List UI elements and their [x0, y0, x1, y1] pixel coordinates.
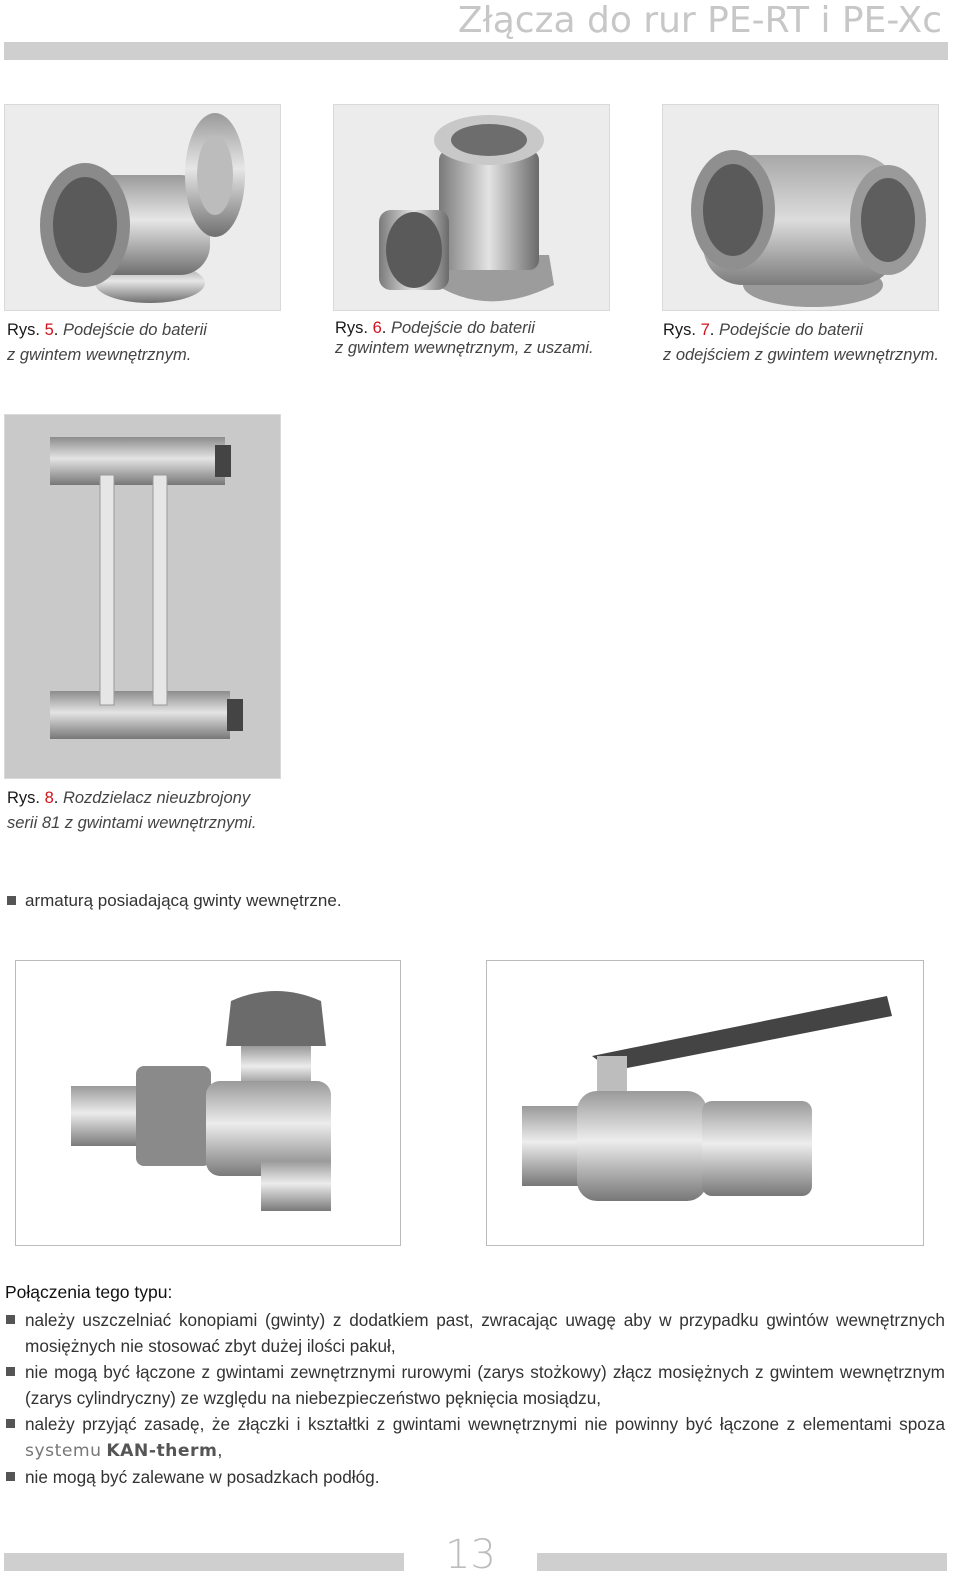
list-item: należy przyjąć zasadę, że złączki i kszt… — [5, 1411, 945, 1464]
page-number: 13 — [445, 1532, 496, 1578]
list-item: należy uszczelniać konopiami (gwinty) z … — [5, 1307, 945, 1359]
connections-heading: Połączenia tego typu: — [5, 1282, 173, 1302]
ball-valve-photo — [486, 960, 924, 1246]
bullet-square-icon — [7, 896, 16, 905]
armature-bullet: armaturą posiadającą gwinty wewnętrzne. — [7, 891, 342, 911]
figure-8-caption: Rys. 8. Rozdzielacz nieuzbrojony serii 8… — [7, 789, 257, 832]
footer-bar-left — [4, 1553, 404, 1571]
header-bar — [4, 42, 948, 60]
figure-7-caption: Rys. 7. Podejście do baterii z odejściem… — [663, 321, 940, 364]
connections-list: należy uszczelniać konopiami (gwinty) z … — [5, 1307, 945, 1490]
figure-5-photo — [4, 104, 281, 311]
footer-bar-right — [537, 1553, 947, 1571]
bullet-square-icon — [6, 1367, 15, 1376]
page-title: Złącza do rur PE-RT i PE-Xc — [457, 0, 942, 41]
kan-therm-brand: KAN-therm — [106, 1441, 218, 1461]
figure-5-caption: Rys. 5. Podejście do baterii z gwintem w… — [7, 321, 207, 364]
bullet-square-icon — [6, 1315, 15, 1324]
bullet-square-icon — [6, 1472, 15, 1481]
figure-6-caption: Rys. 6. Podejście do baterii z gwintem w… — [335, 319, 594, 357]
bullet-square-icon — [6, 1419, 15, 1428]
angle-valve-photo — [15, 960, 401, 1246]
figure-7-photo — [662, 104, 939, 311]
list-item: nie mogą być zalewane w posadzkach podłó… — [5, 1464, 945, 1490]
system-prefix: systemu — [25, 1441, 102, 1461]
list-item: nie mogą być łączone z gwintami zewnętrz… — [5, 1359, 945, 1411]
figure-8-photo — [4, 414, 281, 779]
figure-6-photo — [333, 104, 610, 311]
